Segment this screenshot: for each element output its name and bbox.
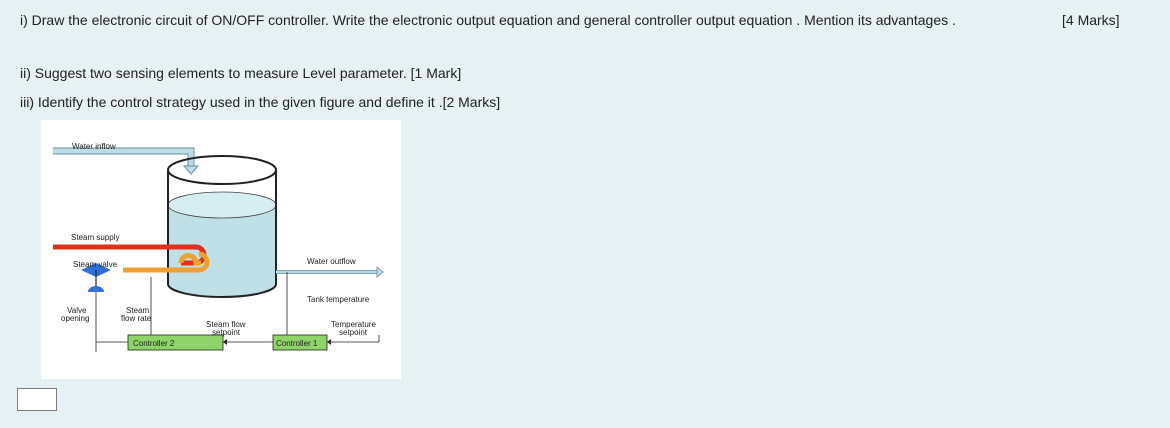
signal-lines xyxy=(96,272,380,343)
cascade-control-figure: Water inflow Steam supply Steam valve Wa… xyxy=(41,120,401,379)
controller-1-label: Controller 1 xyxy=(276,339,318,348)
temperature-setpoint-label: Temperature setpoint xyxy=(331,320,378,337)
water-outflow-label: Water outflow xyxy=(307,257,356,266)
water-inflow-pipe xyxy=(53,147,200,175)
steam-supply-label: Steam supply xyxy=(71,233,119,242)
water-inflow-label: Water inflow xyxy=(72,142,116,151)
question-2: ii) Suggest two sensing elements to meas… xyxy=(20,65,462,81)
question-1: i) Draw the electronic circuit of ON/OFF… xyxy=(20,12,956,28)
controller-1-box: Controller 1 xyxy=(272,334,328,351)
steam-flow-rate-label: Steam flow rate xyxy=(121,306,152,323)
question-3: iii) Identify the control strategy used … xyxy=(20,94,501,110)
answer-checkbox[interactable] xyxy=(17,388,57,411)
steam-flow-setpoint-label: Steam flow setpoint xyxy=(206,320,248,337)
tank-temperature-label: Tank temperature xyxy=(307,295,370,304)
tank xyxy=(167,155,277,298)
condensate-pipe xyxy=(123,251,210,273)
controller-2-label: Controller 2 xyxy=(133,339,175,348)
question-1-marks: [4 Marks] xyxy=(1062,12,1120,28)
water-outflow-pipe xyxy=(276,266,384,278)
valve-opening-label: Valve opening xyxy=(61,306,89,323)
controller-2-box: Controller 2 xyxy=(127,334,224,351)
steam-valve-label: Steam valve xyxy=(73,260,118,269)
